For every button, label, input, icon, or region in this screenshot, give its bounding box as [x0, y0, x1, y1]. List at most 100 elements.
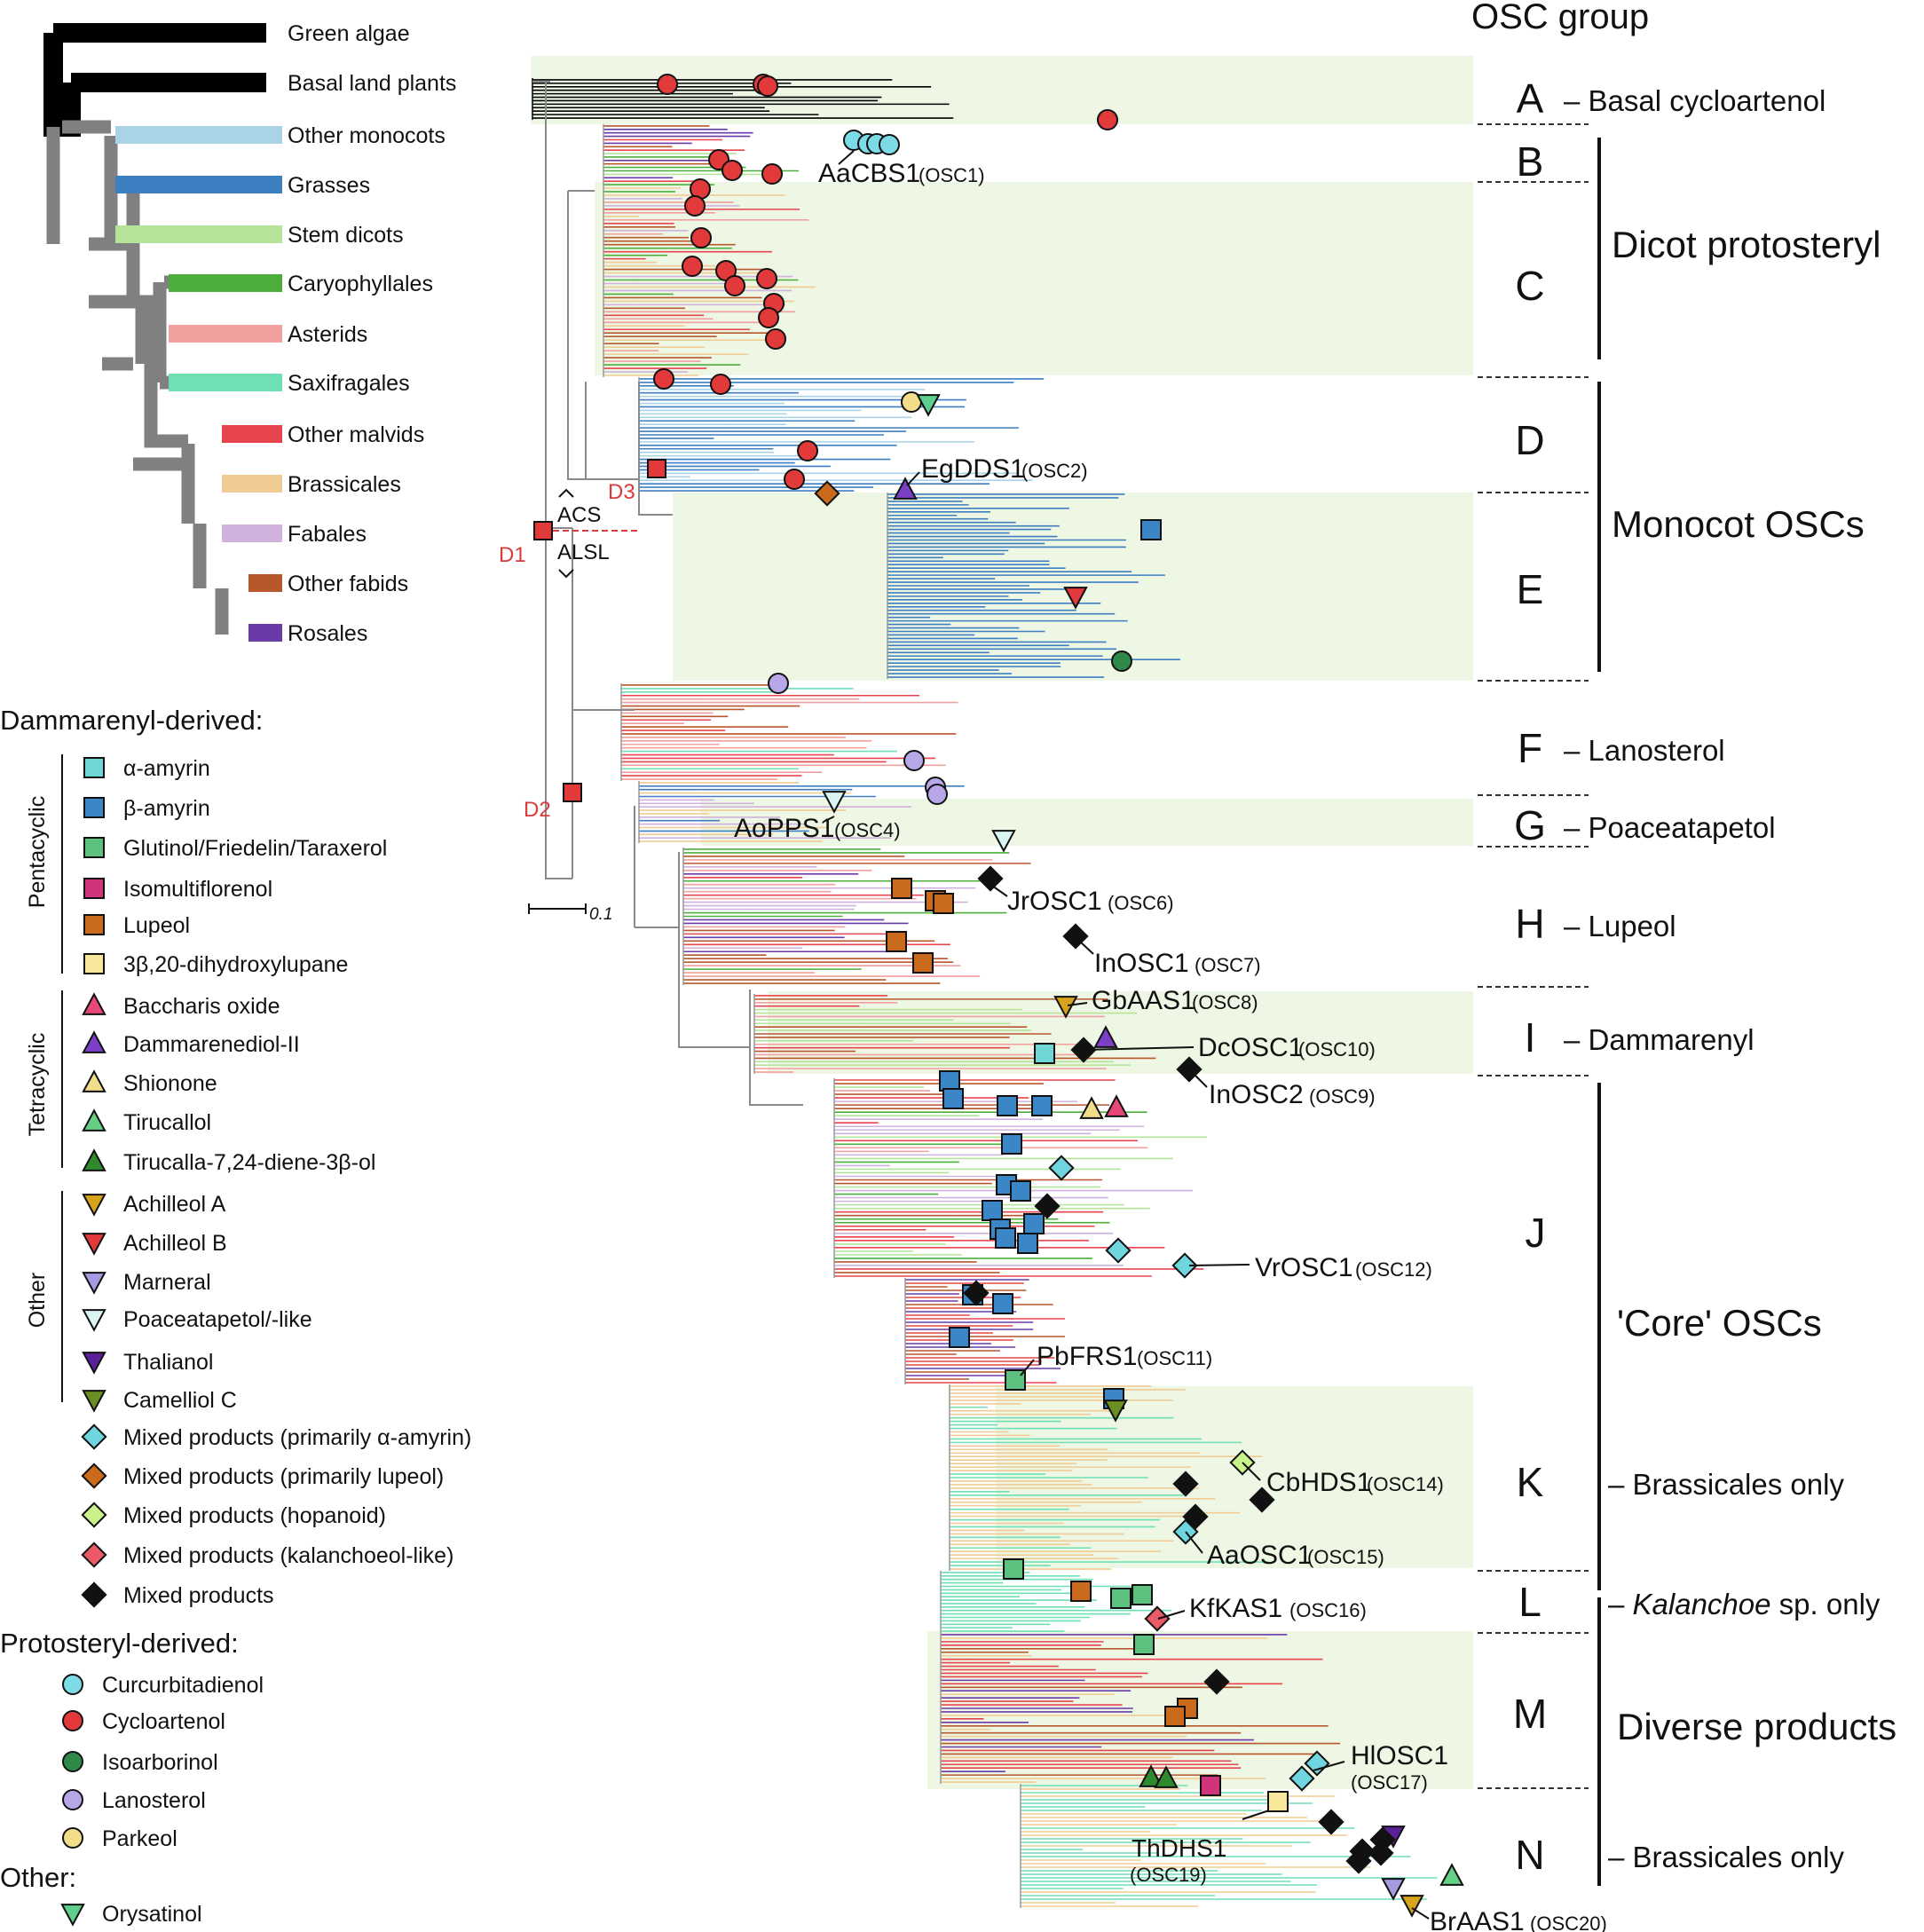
result-diamond-marker: [1172, 1471, 1199, 1497]
group-letter-b: B: [1517, 138, 1544, 185]
group-letter-g: G: [1514, 802, 1546, 848]
group-desc: – Basal cycloartenol: [1564, 84, 1825, 117]
result-square-marker: [1110, 1588, 1132, 1609]
branch-cluster: [682, 848, 1031, 985]
result-diamond-marker: [814, 480, 840, 507]
legend: α-amyrinβ-amyrinGlutinol/Friedelin/Tarax…: [60, 754, 471, 1927]
clade-label: Green algae: [288, 21, 410, 46]
result-circle-marker: [927, 784, 948, 805]
group-letter-c: C: [1515, 263, 1544, 309]
legend-circle-icon: [62, 1827, 83, 1849]
result-square-marker: [982, 1200, 1003, 1221]
enzyme-name: HlOSC1: [1351, 1741, 1448, 1770]
result-circle-marker: [797, 440, 818, 461]
enzyme-name: CbHDS1: [1266, 1468, 1371, 1497]
result-square-marker: [949, 1327, 970, 1348]
legend-label: Isomultiflorenol: [123, 877, 272, 902]
legend-label: Cycloartenol: [102, 1709, 225, 1734]
group-letter-d: D: [1515, 417, 1544, 463]
result-circle-marker: [722, 160, 743, 181]
result-diamond-marker: [1182, 1503, 1209, 1530]
legend-tri-up-icon: [82, 1108, 106, 1132]
result-circle-marker: [903, 750, 925, 771]
result-square-marker: [1200, 1775, 1221, 1796]
branch-cluster: [1020, 1784, 1438, 1908]
osc-group-header: OSC group: [1471, 0, 1649, 36]
result-circle-marker: [1111, 651, 1132, 672]
group-letter-i: I: [1525, 1014, 1536, 1061]
group-desc: – Brassicales only: [1608, 1468, 1844, 1501]
result-circle-marker: [682, 256, 703, 277]
enzyme-leader-line: [1188, 1069, 1208, 1088]
group-desc: – Poaceatapetol: [1564, 811, 1776, 844]
enzyme-name: EgDDS1: [921, 454, 1025, 484]
result-circle-marker: [724, 275, 745, 296]
legend-label: Achilleol A: [123, 1192, 226, 1217]
dammarenyl-title: Dammarenyl-derived:: [0, 705, 263, 736]
shade-I: [768, 991, 1473, 1074]
result-circle-marker: [765, 328, 786, 350]
result-tri-up-marker: [1104, 1094, 1129, 1117]
legend-label: Mixed products (primarily lupeol): [123, 1464, 444, 1489]
enzyme-leader-line: [1020, 1359, 1035, 1376]
result-diamond-marker: [1368, 1840, 1394, 1866]
scale-bar-label: 0.1: [589, 905, 612, 924]
shade-E: [673, 493, 1473, 681]
enzyme-name: ThDHS1: [1132, 1834, 1226, 1862]
group-letter-e: E: [1517, 566, 1544, 612]
legend-tri-down-icon: [82, 1390, 106, 1413]
branch-cluster: [887, 493, 1180, 679]
group-letter-k: K: [1517, 1459, 1544, 1505]
branch-cluster: [940, 1571, 1171, 1633]
result-tri-down-marker: [1103, 1400, 1128, 1423]
enzyme-name: GbAAS1: [1092, 986, 1195, 1015]
result-square-marker: [891, 878, 912, 899]
legend-label: Dammarenediol-II: [123, 1032, 300, 1057]
bracket-label: Diverse products: [1617, 1706, 1896, 1747]
legend-square-icon: [83, 914, 105, 935]
group-letter-n: N: [1515, 1832, 1544, 1878]
result-diamond-marker: [1144, 1605, 1171, 1632]
legend-diamond-icon: [81, 1463, 107, 1489]
result-circle-marker: [1097, 109, 1118, 130]
enzyme-osc: (OSC10): [1298, 1038, 1376, 1061]
branch-cluster: [620, 683, 958, 781]
legend-diamond-icon: [81, 1423, 107, 1450]
legend-label: Mixed products (kalanchoeol-like): [123, 1543, 453, 1568]
clade-label: Grasses: [288, 173, 370, 198]
enzyme-leader-line: [1185, 1531, 1203, 1554]
result-square-marker: [1003, 1558, 1024, 1580]
branch-cluster: [638, 781, 965, 843]
enzyme-leader-line: [1242, 1462, 1261, 1481]
enzyme-leader-line: [906, 471, 920, 486]
branch-cluster: [603, 124, 799, 186]
enzyme-leader-line: [1082, 1046, 1195, 1051]
result-diamond-marker: [1249, 1486, 1275, 1513]
legend-square-icon: [83, 797, 105, 818]
result-circle-marker: [756, 268, 777, 289]
result-square-marker: [992, 1293, 1013, 1314]
bracket-label: 'Core' OSCs: [1617, 1302, 1822, 1344]
result-circle-marker: [657, 74, 678, 95]
enzyme-osc: (OSC14): [1367, 1473, 1444, 1495]
enzyme-name: BrAAS1: [1430, 1907, 1525, 1932]
enzyme-leader-line: [824, 816, 835, 822]
enzyme-name: InOSC1: [1094, 949, 1189, 978]
legend-tri-up-icon: [82, 1148, 106, 1171]
legend-label: Tirucalla-7,24-diene-3β-ol: [123, 1150, 375, 1175]
other-group-label: Other: [25, 1273, 50, 1329]
result-square-marker: [1010, 1180, 1031, 1202]
group-letter-j: J: [1526, 1210, 1546, 1256]
result-tri-up-marker: [1139, 1764, 1163, 1787]
enzyme-leader-line: [1078, 940, 1094, 955]
scale-bar: 0.1: [528, 903, 612, 924]
enzyme-osc: (OSC12): [1355, 1258, 1432, 1281]
enzyme-name: DcOSC1: [1198, 1033, 1303, 1062]
result-diamond-marker: [1105, 1237, 1132, 1264]
enzyme-osc: (OSC15): [1307, 1546, 1384, 1568]
legend-label: Shionone: [123, 1071, 217, 1096]
enzyme-osc: (OSC9): [1309, 1085, 1376, 1108]
enzyme-name: AoPPS1: [734, 814, 834, 843]
enzyme-leader-line: [1157, 1610, 1186, 1620]
